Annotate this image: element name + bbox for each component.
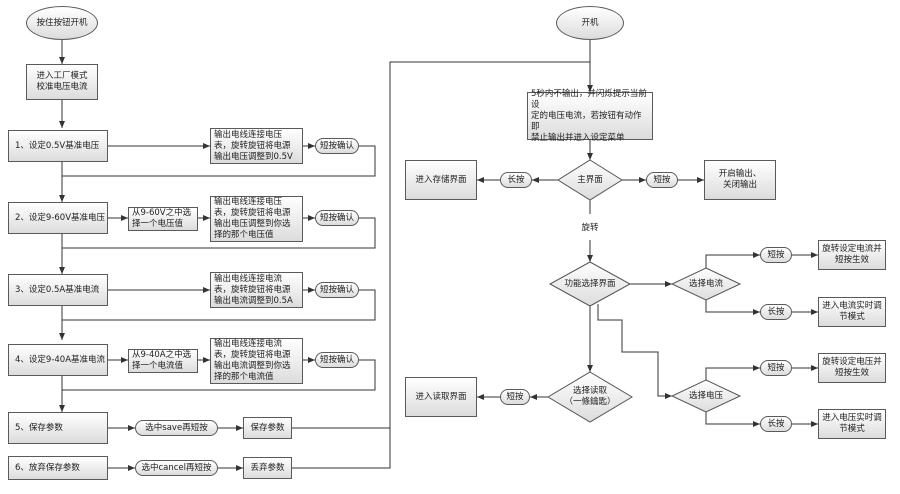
- rotate-voltage-box: 旋转设定电压并 短按生效: [818, 353, 886, 383]
- select-current-decision: 选择电流: [688, 278, 723, 289]
- step5-action-pill: 选中save再短按: [135, 420, 218, 436]
- rotate-label: 旋转: [570, 222, 610, 234]
- realtime-voltage-box: 进入电压实时调 节模式: [818, 409, 886, 439]
- factory-mode-box: 进入工厂模式 校准电压电流: [26, 64, 98, 100]
- toggle-output-box: 开启输出、 关闭输出: [704, 160, 776, 200]
- select-current-diamond-shape: [670, 267, 742, 301]
- step4-confirm-pill: 短按确认: [315, 352, 359, 368]
- main-screen-decision: 主界面: [577, 174, 603, 185]
- current-short-press-pill: 短按: [760, 247, 792, 263]
- step3-box: 3、设定0.5A基准电流: [8, 274, 108, 306]
- step4-box: 4、设定9-40A基准电流: [8, 344, 108, 376]
- storage-screen-box: 进入存储界面: [405, 160, 477, 200]
- step2-confirm-pill: 短按确认: [315, 210, 359, 226]
- voltage-long-press-pill: 长按: [760, 416, 792, 432]
- select-read-diamond-shape: [547, 371, 633, 423]
- step3-confirm-pill: 短按确认: [315, 282, 359, 298]
- step1-desc-box: 输出电线连接电压 表，旋转旋钮将电源 输出电压调整到0.5V: [210, 128, 303, 164]
- step1-confirm-pill: 短按确认: [315, 138, 359, 154]
- read-screen-box: 进入读取界面: [405, 377, 477, 417]
- step5-box: 5、保存参数: [8, 412, 108, 444]
- select-voltage-decision: 选择电压: [688, 390, 723, 401]
- step6-box: 6、放弃保存参数: [8, 456, 108, 480]
- step1-box: 1、设定0.5V基准电压: [8, 130, 108, 162]
- step2-choose-box: 从9-60V之中选 择一个电压值: [128, 207, 198, 231]
- step2-desc-box: 输出电线连接电压 表，旋转旋钮将电源 输出电压调整到你选 择的那个电压值: [210, 196, 303, 242]
- select-read-decision: 选择读取 （一條鑰匙）: [564, 386, 616, 407]
- realtime-current-box: 进入电流实时调 节模式: [818, 297, 886, 327]
- main-long-press-pill: 长按: [500, 172, 532, 188]
- intro-box: 5秒内不输出，并闪烁提示当前设 定的电压电流，若按钮有动作即 禁止输出并进入设定…: [527, 89, 653, 143]
- power-on-start: 开机: [556, 6, 624, 40]
- function-select-diamond-shape: [548, 261, 632, 307]
- rotate-current-box: 旋转设定电流并 短按生效: [818, 240, 886, 270]
- step6-action-pill: 选中cancel再短按: [135, 460, 218, 476]
- step4-choose-box: 从9-40A之中选 择一个电流值: [128, 349, 198, 373]
- function-select-decision: 功能选择界面: [564, 278, 616, 289]
- main-screen-diamond-shape: [557, 159, 623, 201]
- step3-desc-box: 输出电线连接电流 表，旋转旋钮将电源 输出电流调整到0.5A: [210, 272, 303, 308]
- step6-result-box: 丢弃参数: [243, 457, 292, 479]
- select-voltage-diamond-shape: [670, 379, 742, 413]
- step2-box: 2、设定9-60V基准电压: [8, 202, 108, 234]
- voltage-short-press-pill: 短按: [760, 360, 792, 376]
- step4-desc-box: 输出电线连接电流 表，旋转旋钮将电源 输出电流调整到你选 择的那个电流值: [210, 338, 303, 384]
- main-short-press-pill: 短按: [646, 172, 678, 188]
- current-long-press-pill: 长按: [760, 304, 792, 320]
- read-short-press-pill: 短按: [500, 389, 530, 405]
- power-on-hold-start: 按住按钮开机: [26, 6, 98, 40]
- step5-result-box: 保存参数: [243, 417, 292, 439]
